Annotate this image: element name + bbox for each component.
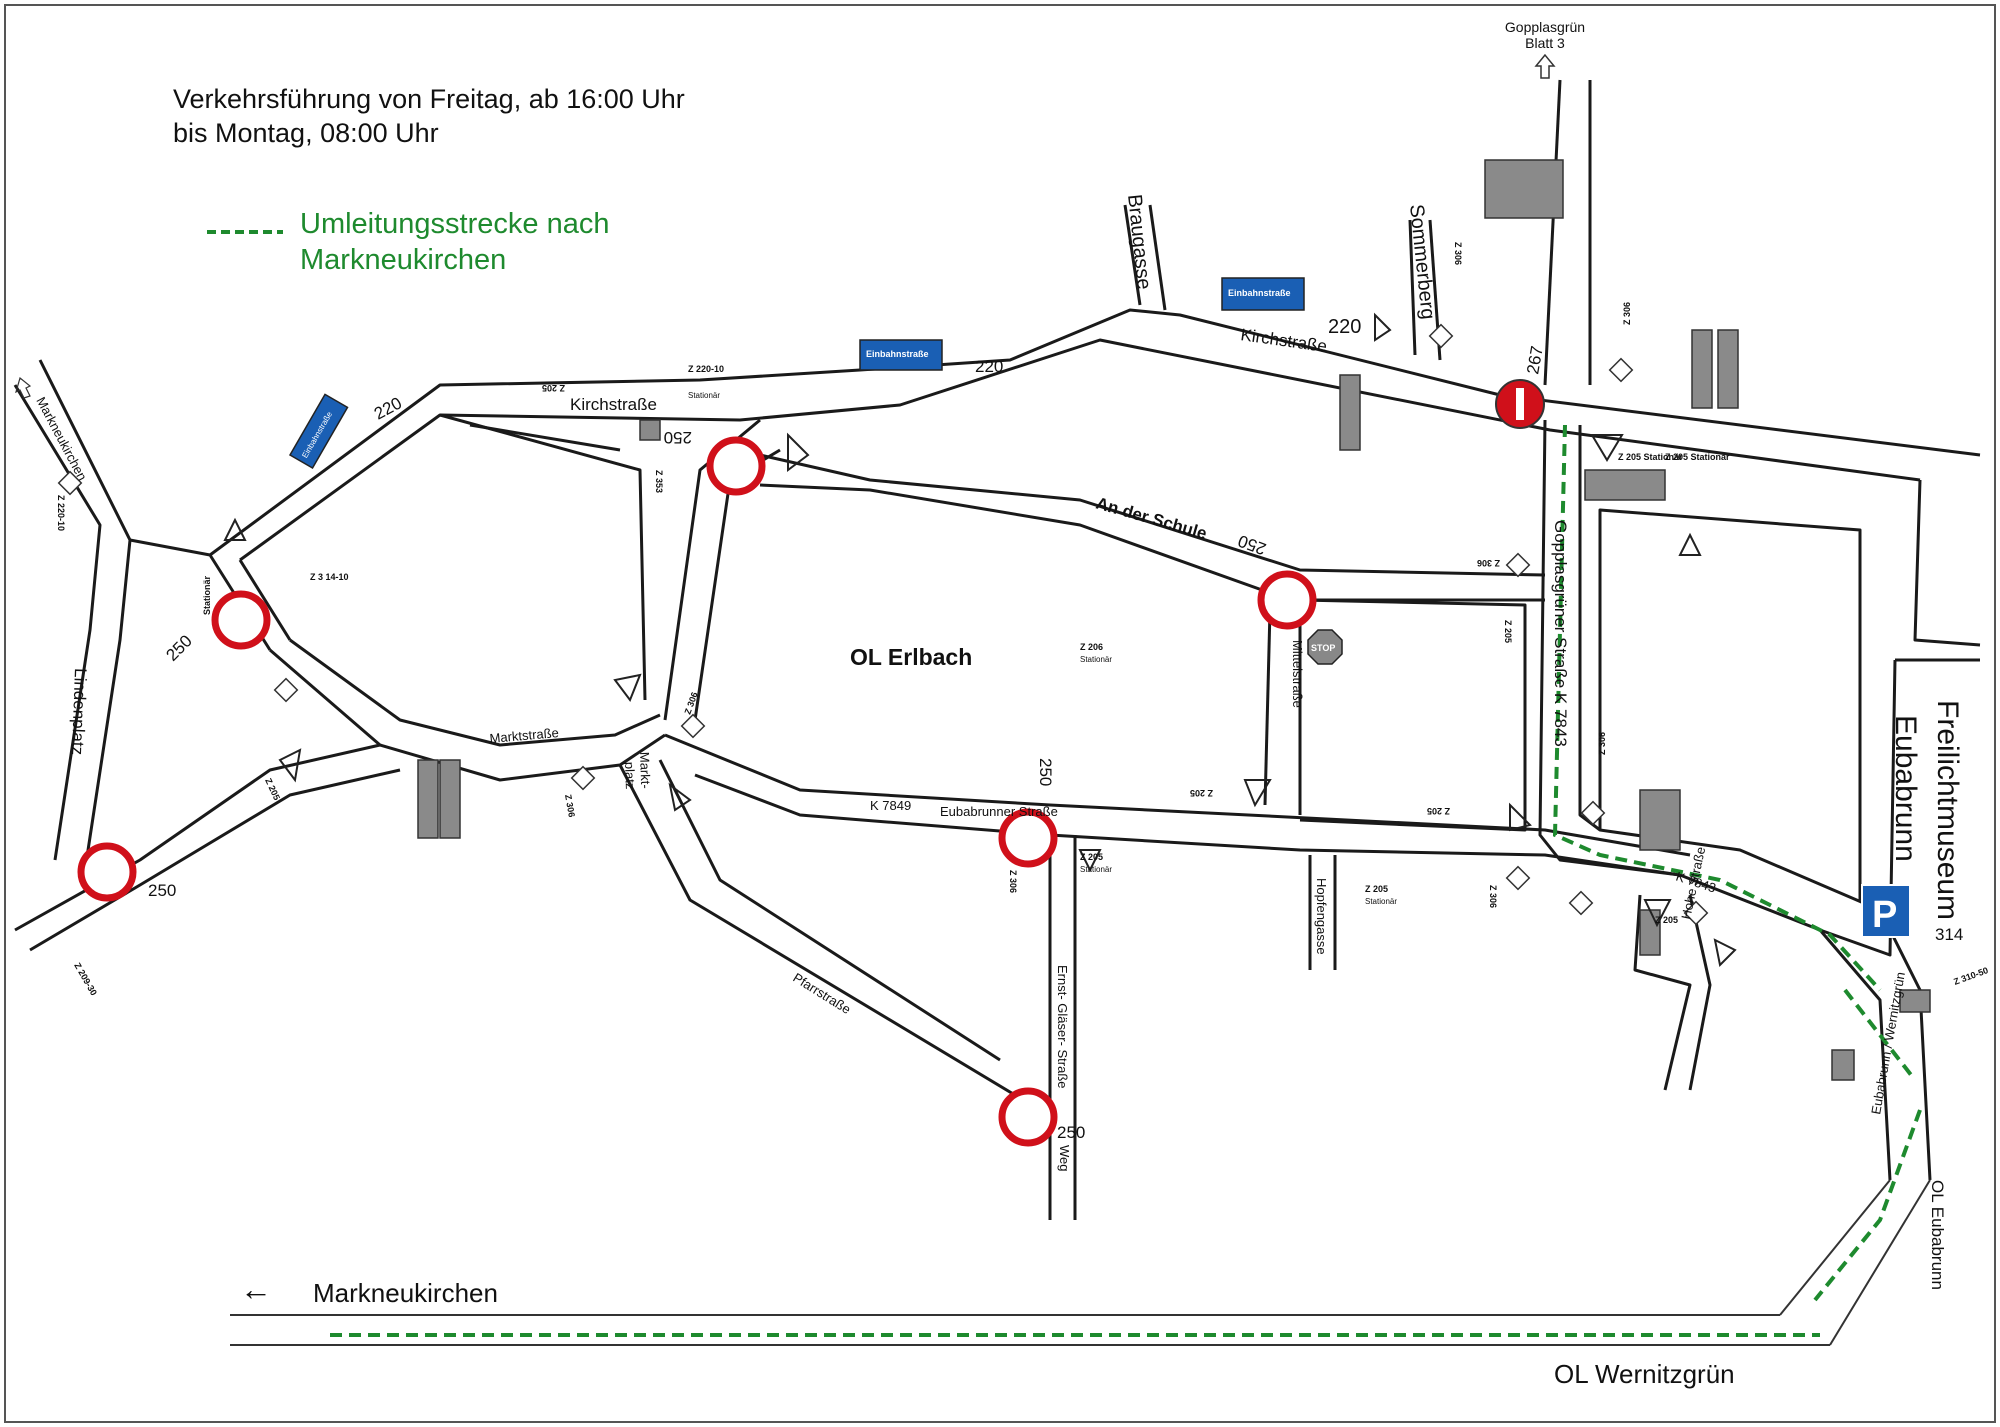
closure-sign [998,808,1058,868]
svg-text:Z 205: Z 205 [263,777,282,802]
road-number: 250 [162,631,195,664]
left-arrow-icon: ← [240,1271,272,1307]
svg-text:Stationär: Stationär [1365,897,1397,906]
svg-text:Z 306: Z 306 [1622,302,1632,325]
road-number: 250 [1235,531,1268,559]
yield-signs [223,312,1737,968]
svg-text:Z 220-10: Z 220-10 [688,364,724,374]
street-marktplatz-2: platz [622,762,638,790]
closure-sign [1257,570,1317,630]
svg-text:Z 306: Z 306 [1453,242,1463,265]
svg-text:Stationär: Stationär [1080,865,1112,874]
oneway-sign-3: Einbahnstraße [288,393,349,470]
street-kirchstrasse-east: Kirchstraße [1239,325,1328,356]
legend-detour-sample [207,230,283,234]
north-arrow-icon [1534,53,1556,79]
street-mittelstrasse: Mittelstraße [1290,640,1305,708]
oneway-sign-1: Einbahnstraße [1221,277,1305,311]
svg-text:Z 209-30: Z 209-30 [72,961,99,997]
stop-sign: STOP [1307,629,1343,665]
closure-sign [211,590,271,650]
svg-text:Z 206: Z 206 [1080,642,1103,652]
oneway-sign-2: Einbahnstraße [859,339,943,371]
svg-text:Z 220-10: Z 220-10 [56,495,66,531]
map-border [4,4,1996,1423]
street-gopplasgruener: Gopplasgrüner Straße K 7843 [1551,520,1570,747]
museum-label-1: Freilichtmuseum [1931,700,1964,920]
svg-text:Z 205: Z 205 [1655,915,1678,925]
left-vertical-label: Markneukirchen [33,394,90,483]
road-number: 220 [1328,316,1361,338]
diamond-markers [57,323,1709,926]
svg-text:Stationär: Stationär [1080,655,1112,664]
svg-text:STOP: STOP [1311,643,1335,653]
closure-sign [706,436,766,496]
road-number: 267 [1523,344,1547,375]
svg-text:Z 306: Z 306 [1488,885,1498,908]
svg-text:Z 205: Z 205 [1365,884,1388,894]
street-marktplatz-1: Markt- [637,752,653,789]
parking-sign: P [1861,884,1911,938]
road-number: 250 [1036,758,1055,786]
closure-sign [77,842,137,902]
sign-plates [417,159,1931,1081]
museum-label-2: Eubabrunn [1889,715,1922,862]
svg-text:Z 3 14-10: Z 3 14-10 [310,572,349,582]
svg-text:Z 205: Z 205 [542,383,565,393]
top-right-label-1: Gopplasgrün [1505,19,1585,35]
road-number: 250 [664,428,692,447]
street-eubabrunner: Eubabrunner Straße [940,804,1058,819]
road-number: 314 [1935,925,1963,944]
bottom-left-label: Markneukirchen [313,1278,498,1308]
legend-label-2: Markneukirchen [300,244,507,276]
road-number: 250 [148,881,176,900]
street-kirchstrasse-west: Kirchstraße [570,395,657,414]
parking-letter: P [1872,894,1897,936]
street-k7849: K 7849 [870,798,911,813]
closure-sign [998,1087,1058,1147]
svg-text:Z 306: Z 306 [563,794,577,818]
svg-text:Z 205: Z 205 [1190,788,1213,798]
header-line-1: Verkehrsführung von Freitag, ab 16:00 Uh… [173,84,685,114]
road-number: 250 [1057,1123,1085,1142]
svg-text:Stationär: Stationär [688,391,720,400]
svg-text:Z 310-50: Z 310-50 [1952,965,1989,987]
svg-text:Z 205: Z 205 [1503,620,1513,643]
top-right-label-2: Blatt 3 [1525,35,1565,51]
west-arrow-icon [15,376,32,399]
oneway-sign-text: Einbahnstraße [866,349,929,359]
road-number: 220 [371,393,405,423]
street-weg: Weg [1057,1145,1072,1172]
header-line-2: bis Montag, 08:00 Uhr [173,118,439,148]
svg-text:Z 353: Z 353 [654,470,664,493]
town-name: OL Erlbach [850,644,972,670]
street-ernst-glaeser: Ernst- Gläser- Straße [1055,965,1070,1089]
svg-text:Z 306: Z 306 [1597,732,1607,755]
road-number: 220 [975,357,1003,376]
bottom-right-label: OL Wernitzgrün [1554,1359,1735,1389]
svg-text:Stationär: Stationär [202,575,212,615]
legend-label-1: Umleitungsstrecke nach [300,208,610,240]
svg-text:Z 205: Z 205 [1427,806,1450,816]
svg-text:Z 205 Stationär: Z 205 Stationär [1665,452,1730,462]
detour-route [330,424,1922,1337]
right-vertical-label: OL Eubabrunn [1928,1180,1947,1290]
street-marktstrasse: Marktstraße [489,725,559,746]
street-lindenplatz: Lindenplatz [68,668,90,756]
svg-text:Z 205 Stationär: Z 205 Stationär [1618,452,1683,462]
svg-text:Z 205: Z 205 [1080,852,1103,862]
oneway-sign-text: Einbahnstraße [1228,288,1291,298]
svg-text:Z 306: Z 306 [1477,558,1500,568]
sign-codes: Z 220-10 Stationär Z 205 Stationär Z 206… [56,242,1990,997]
closure-signs [77,379,1545,1147]
street-hopfengasse: Hopfengasse [1314,878,1329,955]
svg-text:Z 306: Z 306 [1008,870,1018,893]
no-entry-bar [1516,388,1524,420]
road-network [13,79,1981,1346]
